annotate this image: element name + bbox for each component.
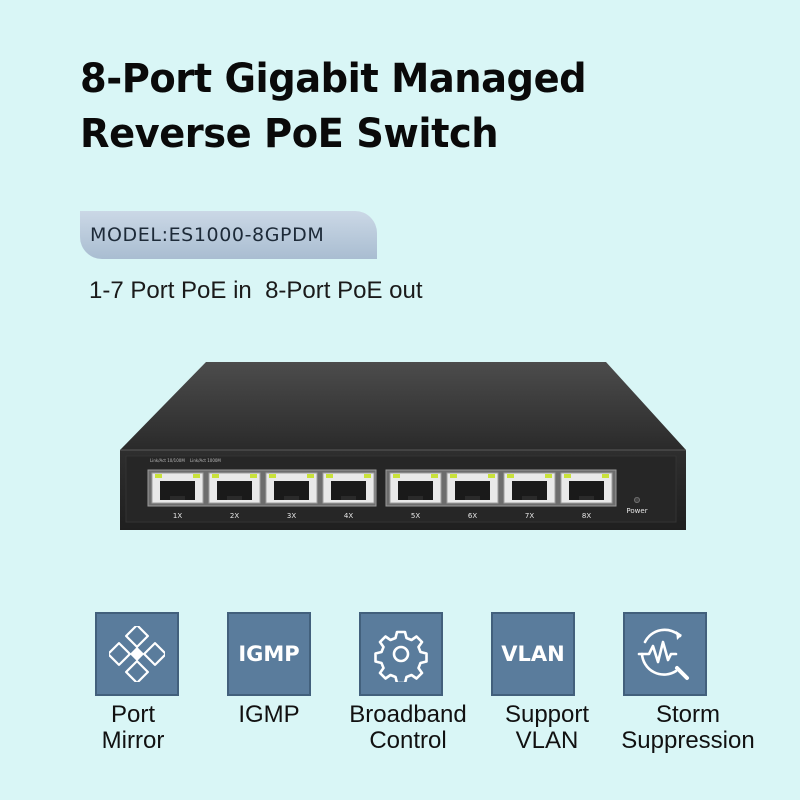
device-top-surface: [120, 362, 686, 450]
feature-label-storm-suppression: Storm Suppression: [621, 701, 755, 754]
port-led: [364, 474, 371, 478]
gear-icon: [374, 630, 428, 682]
port-led: [193, 474, 200, 478]
feature-tile-port-mirror: [95, 612, 179, 696]
page-title: 8-Port Gigabit Managed Reverse PoE Switc…: [80, 52, 587, 162]
ethernet-port: [151, 472, 204, 504]
vlan-icon: VLAN: [501, 642, 565, 666]
port-led: [269, 474, 276, 478]
port-led: [545, 474, 552, 478]
ethernet-port: [265, 472, 318, 504]
feature-tile-storm-suppression: [623, 612, 707, 696]
feature-label-port-mirror: Port Mirror: [101, 701, 165, 754]
port-label: 2X: [230, 512, 239, 520]
port-label: 1X: [173, 512, 182, 520]
port-label: 3X: [287, 512, 296, 520]
ethernet-port: [560, 472, 613, 504]
port-led: [393, 474, 400, 478]
tiny-label-1: Link/Act 10/100M: [150, 458, 185, 463]
storm-suppression-icon: [637, 628, 689, 680]
port-label: 6X: [468, 512, 477, 520]
port-label: 5X: [411, 512, 420, 520]
feature-label-broadband-control: Broadband Control: [349, 701, 467, 754]
power-label: Power: [626, 507, 647, 515]
ethernet-port: [389, 472, 442, 504]
port-label: 7X: [525, 512, 534, 520]
poe-subtitle: 1-7 Port PoE in 8-Port PoE out: [89, 277, 423, 304]
power-led: [634, 496, 641, 503]
tiny-label-2: Link/Act 1000M: [190, 458, 221, 463]
feature-label-igmp: IGMP: [238, 701, 300, 728]
port-led: [431, 474, 438, 478]
port-led: [507, 474, 514, 478]
port-led: [564, 474, 571, 478]
igmp-icon: IGMP: [238, 642, 300, 666]
feature-tile-broadband-control: [359, 612, 443, 696]
title-line-2: Reverse PoE Switch: [80, 111, 499, 158]
port-led: [212, 474, 219, 478]
port-led: [155, 474, 162, 478]
port-led: [450, 474, 457, 478]
model-number: MODEL:ES1000-8GPDM: [90, 224, 325, 246]
feature-label-vlan: Support VLAN: [504, 701, 590, 754]
port-label: 4X: [344, 512, 353, 520]
port-mirror-icon: [109, 626, 165, 682]
port-led: [602, 474, 609, 478]
port-led: [250, 474, 257, 478]
port-led: [326, 474, 333, 478]
ethernet-port: [503, 472, 556, 504]
model-badge: MODEL:ES1000-8GPDM: [80, 211, 377, 259]
port-led: [307, 474, 314, 478]
port-led: [488, 474, 495, 478]
switch-device-image: 1X 2X 3X 4X 5X 6X 7X 8X Link/Act 10/100M Link/A…: [120, 362, 686, 530]
port-label: 8X: [582, 512, 591, 520]
ethernet-port: [208, 472, 261, 504]
ethernet-port: [322, 472, 375, 504]
title-line-1: 8-Port Gigabit Managed: [80, 56, 587, 102]
ethernet-port: [446, 472, 499, 504]
feature-tile-igmp: IGMP: [227, 612, 311, 696]
feature-tile-vlan: VLAN: [491, 612, 575, 696]
